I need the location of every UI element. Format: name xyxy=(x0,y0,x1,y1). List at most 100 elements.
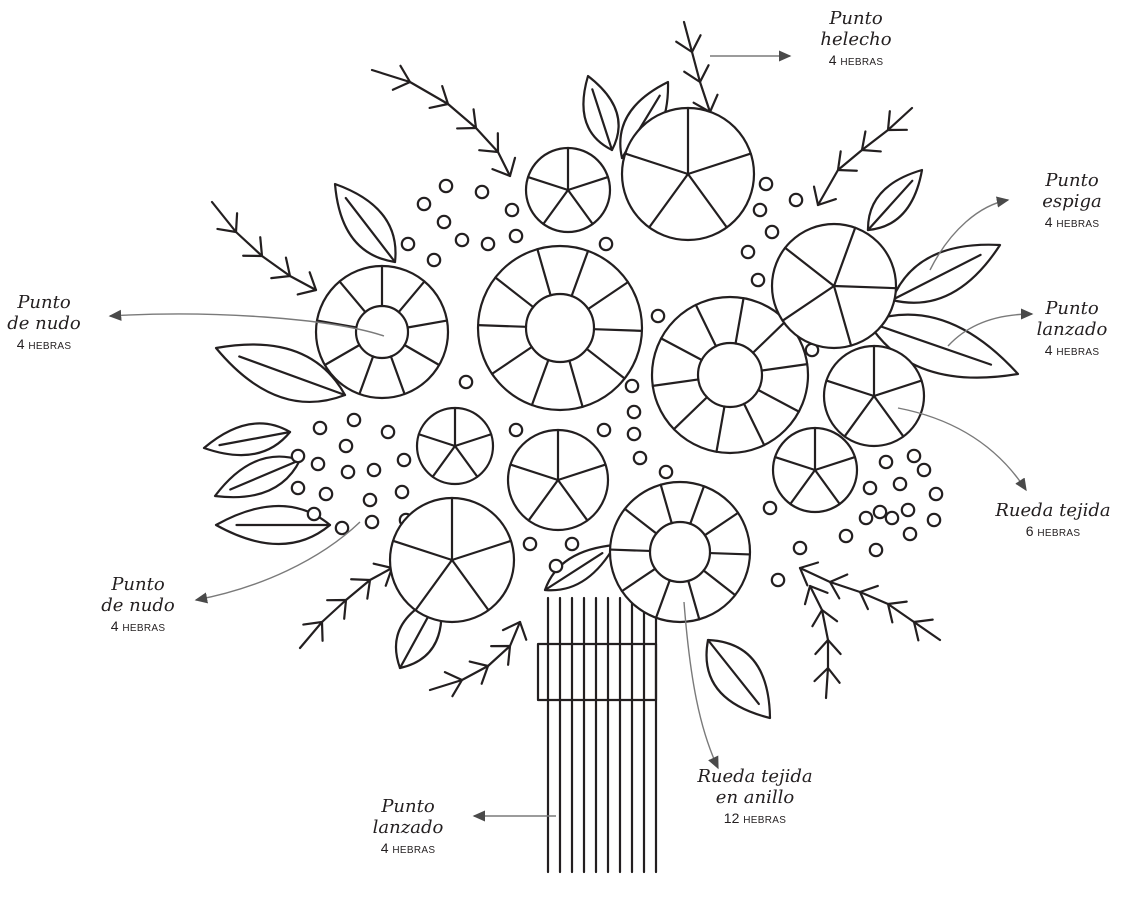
fern-branch xyxy=(800,563,940,641)
fern-branch xyxy=(212,202,316,294)
leaf xyxy=(215,457,300,498)
label-thread-count: 4 HEBRAS xyxy=(360,840,456,857)
fern-branch xyxy=(372,66,515,176)
french-knot xyxy=(402,238,414,250)
flower xyxy=(610,482,750,622)
label-punto-lanzado-stem: Punto lanzado 4 HEBRAS xyxy=(360,796,456,857)
flower xyxy=(772,224,896,348)
label-punto-de-nudo-bottom: Punto de nudo 4 HEBRAS xyxy=(90,574,186,635)
label-name-line: Rueda tejida xyxy=(988,500,1118,521)
label-name-line: Punto xyxy=(360,796,456,817)
flower xyxy=(508,430,608,530)
fern-spine xyxy=(430,622,520,690)
french-knot xyxy=(382,426,394,438)
fern-branch xyxy=(430,622,526,696)
label-name-line: Punto xyxy=(1024,170,1120,191)
fern-stitch xyxy=(914,620,933,641)
label-thread-count: 4 HEBRAS xyxy=(0,336,88,353)
label-thread-count: 4 HEBRAS xyxy=(90,618,186,635)
french-knot xyxy=(766,226,778,238)
french-knot xyxy=(292,482,304,494)
french-knot xyxy=(340,440,352,452)
flower xyxy=(526,148,610,232)
french-knot xyxy=(314,422,326,434)
french-knot xyxy=(626,380,638,392)
french-knot xyxy=(794,542,806,554)
french-knot xyxy=(336,522,348,534)
flower-inner-circle xyxy=(356,306,408,358)
french-knot xyxy=(860,512,872,524)
flower-spoke xyxy=(610,550,650,551)
french-knot xyxy=(634,452,646,464)
french-knot xyxy=(874,506,886,518)
label-punto-de-nudo-left: Punto de nudo 4 HEBRAS xyxy=(0,292,88,353)
french-knot xyxy=(660,466,672,478)
french-knot xyxy=(366,516,378,528)
french-knot xyxy=(870,544,882,556)
french-knot xyxy=(524,538,536,550)
french-knot xyxy=(440,180,452,192)
french-knot xyxy=(506,204,518,216)
flower-inner-circle xyxy=(650,522,710,582)
label-thread-count: 12 HEBRAS xyxy=(690,810,820,827)
leaf xyxy=(868,170,922,230)
label-name-line: de nudo xyxy=(90,595,186,616)
french-knot xyxy=(456,234,468,246)
fern-stitch xyxy=(430,86,448,108)
french-knot xyxy=(742,246,754,258)
french-knot xyxy=(628,428,640,440)
french-knot xyxy=(476,186,488,198)
french-knot xyxy=(764,502,776,514)
label-thread-count: 4 HEBRAS xyxy=(1024,214,1120,231)
label-name-line: Punto xyxy=(1024,298,1120,319)
french-knot xyxy=(752,274,764,286)
fern-stitch xyxy=(800,563,818,586)
french-knot xyxy=(886,512,898,524)
fern-stitch xyxy=(814,187,836,205)
french-knot xyxy=(628,406,640,418)
label-name-line: helecho xyxy=(808,29,904,50)
fern-spine xyxy=(372,70,510,176)
flower-inner-circle xyxy=(526,294,594,362)
french-knot xyxy=(550,560,562,572)
label-name-line: de nudo xyxy=(0,313,88,334)
fern-stitch xyxy=(888,602,907,623)
leaf xyxy=(892,245,1000,303)
leaf xyxy=(204,423,290,455)
french-knot xyxy=(880,456,892,468)
label-name-line: Punto xyxy=(90,574,186,595)
french-knot xyxy=(566,538,578,550)
french-knot xyxy=(754,204,766,216)
french-knot xyxy=(438,216,450,228)
label-thread-count: 4 HEBRAS xyxy=(1024,342,1120,359)
french-knot xyxy=(460,376,472,388)
french-knot xyxy=(348,414,360,426)
french-knot xyxy=(790,194,802,206)
french-knot xyxy=(908,450,920,462)
fern-stitch xyxy=(374,564,392,586)
french-knot xyxy=(510,424,522,436)
flower xyxy=(824,346,924,446)
french-knot xyxy=(418,198,430,210)
french-knot xyxy=(396,486,408,498)
french-knot xyxy=(598,424,610,436)
french-knot xyxy=(320,488,332,500)
flowers-layer xyxy=(316,108,924,622)
fern-stitch xyxy=(470,662,488,684)
flower xyxy=(478,246,642,410)
french-knot xyxy=(904,528,916,540)
label-name-line: espiga xyxy=(1024,191,1120,212)
label-thread-count: 6 HEBRAS xyxy=(988,523,1118,540)
fern-branch xyxy=(805,586,841,698)
label-name-line: lanzado xyxy=(1024,319,1120,340)
french-knot xyxy=(364,494,376,506)
french-knot xyxy=(772,574,784,586)
fern-spine xyxy=(212,202,316,290)
french-knot xyxy=(398,454,410,466)
french-knot xyxy=(902,504,914,516)
leaf xyxy=(707,640,770,718)
french-knot xyxy=(308,508,320,520)
label-punto-lanzado-right: Punto lanzado 4 HEBRAS xyxy=(1024,298,1120,359)
fern-stitch xyxy=(805,586,828,604)
